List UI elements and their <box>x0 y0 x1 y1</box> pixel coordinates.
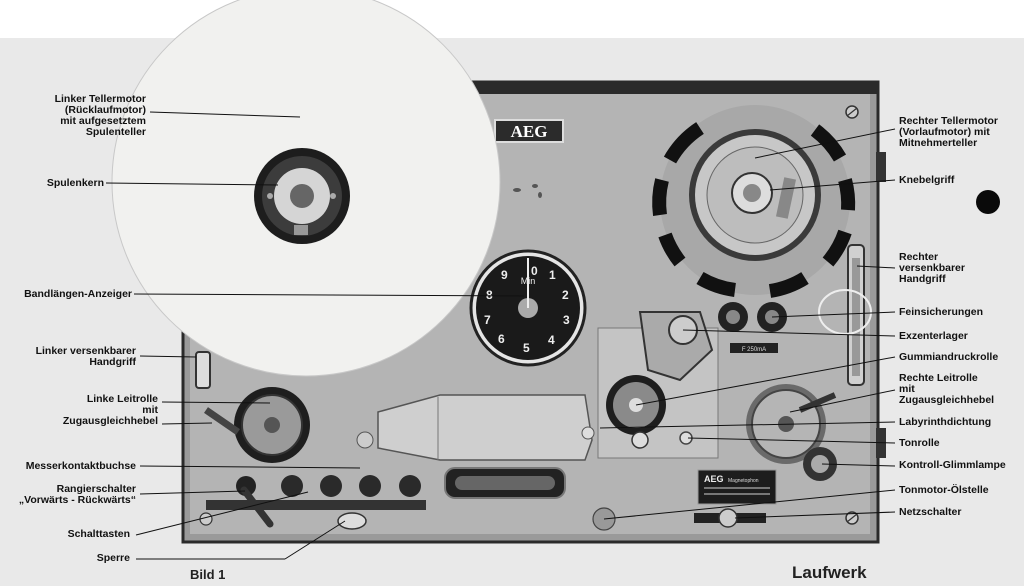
label-knife-contact-socket: Messerkontaktbuchse <box>25 460 136 472</box>
label-spool-core: Spulenkern <box>46 177 104 189</box>
dial-number: 3 <box>563 313 570 327</box>
plate-brand: AEG <box>704 474 724 484</box>
label-toggle-grip: Knebelgriff <box>899 174 955 186</box>
label-left-recessed-handle: Linker versenkbarer Handgriff <box>35 345 136 368</box>
label-capstan-motor-oil-port: Tonmotor-Ölstelle <box>899 484 989 496</box>
dial-number: 4 <box>548 333 555 347</box>
label-capstan: Tonrolle <box>899 437 940 449</box>
dial-number: 5 <box>523 341 530 355</box>
aeg-badge <box>494 119 564 143</box>
label-fine-fuses: Feinsicherungen <box>899 306 984 318</box>
page-hole <box>976 190 1000 214</box>
leader-lines <box>105 111 896 560</box>
label-rubber-pinch-roller: Gummiandruckrolle <box>899 351 999 363</box>
label-tape-length-indicator: Bandlängen-Anzeiger <box>24 288 132 300</box>
label-right-reel-motor: Rechter Tellermotor (Vorlaufmotor) mit M… <box>899 115 998 149</box>
fuses <box>718 302 787 332</box>
label-switch-keys: Schalttasten <box>67 528 130 540</box>
dial-number: 6 <box>498 332 505 346</box>
fuse-label: F 250mA <box>742 347 766 353</box>
label-labyrinth-seal: Labyrinthdichtung <box>899 416 992 428</box>
caption-title: Laufwerk <box>792 563 867 582</box>
left-recessed-handle <box>195 351 211 389</box>
label-left-reel-motor: Linker Tellermotor (Rücklaufmotor) mit a… <box>54 93 146 138</box>
dial-number: 1 <box>549 268 556 282</box>
plate-subtitle: Magnetophon <box>728 478 759 484</box>
dial-number: 7 <box>484 313 491 327</box>
label-direction-switch: Rangierschalter „Vorwärts - Rückwärts“ <box>18 483 136 506</box>
label-eccentric-bearing: Exzenterlager <box>899 330 968 342</box>
dial-center-text: Min <box>521 276 536 286</box>
mains-switch <box>718 508 738 528</box>
dial-number: 2 <box>562 288 569 302</box>
dial-number: 0 <box>531 264 538 278</box>
aeg-badge-text: AEG <box>511 122 548 141</box>
label-glow-lamp: Kontroll-Glimmlampe <box>899 459 1006 471</box>
left-guide-roller <box>204 387 310 463</box>
label-right-guide-roller: Rechte Leitrolle mit Zugausgleichhebel <box>899 372 995 406</box>
dial-number: 8 <box>486 288 493 302</box>
tape-length-dial: Min 0 1 2 3 4 5 6 7 8 9 <box>469 249 587 367</box>
label-lock: Sperre <box>96 552 130 564</box>
right-side-knob <box>876 152 886 182</box>
dial-number: 9 <box>501 268 508 282</box>
caption-figure-number: Bild 1 <box>190 567 226 582</box>
right-reel-motor <box>652 105 856 298</box>
left-reel <box>111 0 501 377</box>
label-mains-switch: Netzschalter <box>899 506 962 518</box>
label-left-guide-roller: Linke Leitrolle mit Zugausgleichhebel <box>62 393 158 427</box>
label-right-recessed-handle: Rechter versenkbarer Handgriff <box>899 251 965 285</box>
rating-plate: AEG Magnetophon <box>697 469 777 505</box>
head-cover <box>377 394 593 499</box>
